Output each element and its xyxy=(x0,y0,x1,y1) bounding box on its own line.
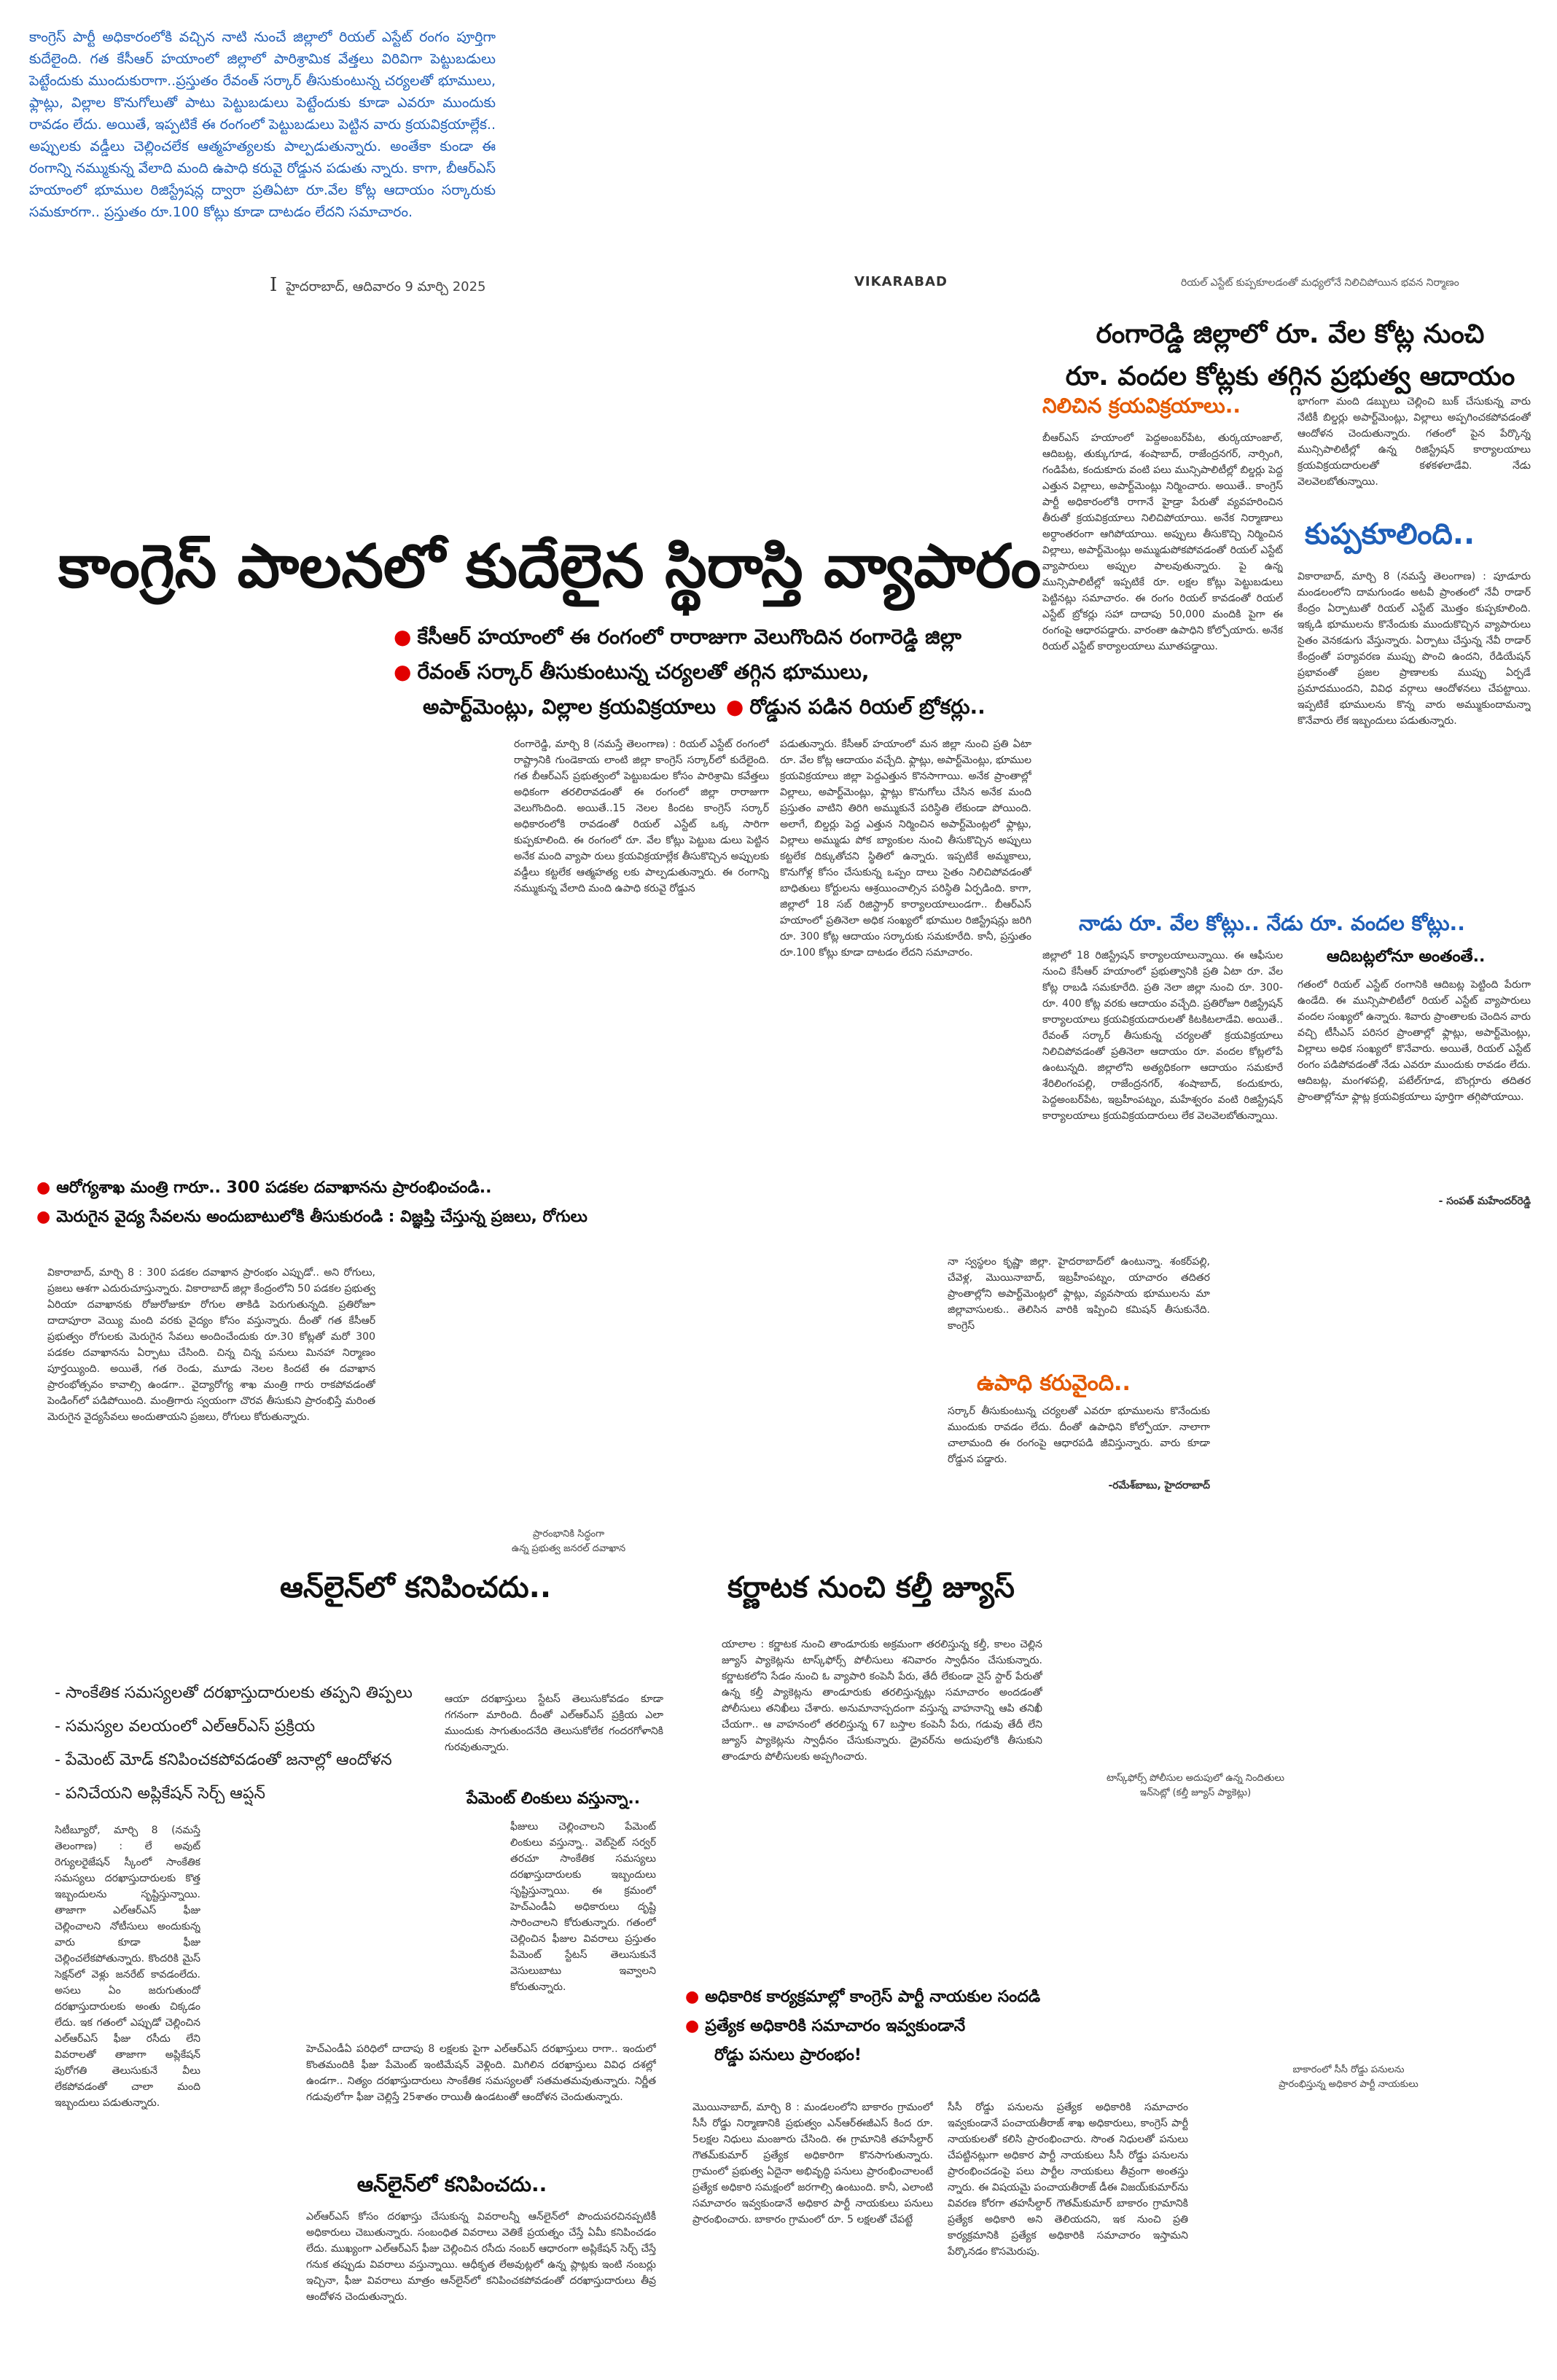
sub-collapsed: కుప్పకూలింది.. xyxy=(1305,518,1475,551)
online-col-1: సిటీబ్యూరో, మార్చి 8 (నమస్తే తెలంగాణ) : … xyxy=(55,1825,200,2109)
health-bullets: ●ఆరోగ్యశాఖ మంత్రి గారూ.. 300 పడకల దవాఖాన… xyxy=(36,1174,765,1232)
right-col-5: గతంలో రియల్ ఎస్టేట్ రంగానికి ఆదిబట్ల పెట… xyxy=(1298,979,1531,1103)
main-bullet-3: అపార్ట్‌మెంట్లు, విల్లాల క్రయవిక్రయాలు●ర… xyxy=(423,695,986,719)
online-bullet-3: - పేమెంట్ మోడ్ కనిపించకపోవడంతో జనాల్లో ఆ… xyxy=(55,1751,392,1769)
online-bullets: - సాంకేతిక సమస్యలతో దరఖాస్తుదారులకు తప్ప… xyxy=(55,1677,492,1811)
right-signature: - సంపత్ మహేందర్‌రెడ్డి xyxy=(1438,1195,1531,1207)
road-photo-caption: బాకారంలో సీసీ రోడ్డు పనులను ప్రారంభిస్తు… xyxy=(1279,2064,1419,2090)
top-photo-caption: రియల్ ఎస్టేట్ కుప్పకూలడంతో మధ్యలోనే నిలి… xyxy=(1181,277,1459,289)
karnataka-photo-caption: టాస్క్‌ఫోర్స్ పోలీసుల అదుపులో ఉన్న నింది… xyxy=(1106,1773,1285,1798)
online-col-3: ఫీజులు చెల్లించాలని పేమెంట్ లింకులు వస్త… xyxy=(510,1821,656,1993)
main-bullet-1: ●కేసీఆర్ హయాంలో ఈ రంగంలో రారాజుగా వెలుగొ… xyxy=(394,625,961,649)
sub-halted-sales: నిలిచిన క్రయవిక్రయాలు.. xyxy=(1042,394,1241,418)
karnataka-headline: కర్ణాటక నుంచి కల్తీ జ్యూస్ xyxy=(727,1571,1015,1604)
road-col-2: సీసీ రోడ్డు పనులను ప్రత్యేక అధికారికి సమ… xyxy=(948,2102,1188,2258)
right-col-4: జిల్లాలో 18 రిజిస్ట్రేషన్ కార్యాలయాలున్న… xyxy=(1042,950,1283,1122)
dateline-text: హైదరాబాద్, ఆదివారం 9 మార్చి 2025 xyxy=(286,279,486,294)
mid-right-bottom: సర్కార్ తీసుకుంటున్న చర్యలతో ఎవరూ భూములన… xyxy=(948,1405,1210,1465)
mid-right-signature: -రమేశ్‌బాబు, హైదరాబాద్ xyxy=(1108,1480,1210,1491)
sub-then-now: నాడు రూ. వేల కోట్లు.. నేడు రూ. వందల కోట్… xyxy=(1079,911,1465,935)
main-bullet-2: ●రేవంత్ సర్కార్ తీసుకుంటున్న చర్యలతో తగ్… xyxy=(394,660,870,684)
road-bullet-1: ●అధికారిక కార్యక్రమాల్లో కాంగ్రెస్ పార్ట… xyxy=(685,1988,1041,2006)
right-col-1: బీఆర్ఎస్ హయాంలో పెద్దఅంబర్‌పేట, తుర్కయాం… xyxy=(1042,432,1283,652)
dateline: I హైదరాబాద్, ఆదివారం 9 మార్చి 2025 xyxy=(270,274,486,297)
health-photo-caption: ప్రారంభానికి సిద్ధంగా ఉన్న ప్రభుత్వ జనరల… xyxy=(511,1529,626,1554)
road-bullets: ●అధికారిక కార్యక్రమాల్లో కాంగ్రెస్ పార్ట… xyxy=(685,1983,1137,2070)
intro-blurb: కాంగ్రెస్ పార్టీ అధికారంలోకి వచ్చిన నాటి… xyxy=(29,29,496,220)
road-bullet-3: రోడ్డు పనులు ప్రారంభం! xyxy=(714,2046,862,2064)
online-col-4: హెచ్ఎండీఏ పరిధిలో దాదాపు 8 లక్షలకు పైగా … xyxy=(306,2043,656,2103)
right-headline-line2: రూ. వందల కోట్లకు తగ్గిన ప్రభుత్వ ఆదాయం xyxy=(1065,362,1515,391)
road-bullet-2: ●ప్రత్యేక అధికారికి సమాచారం ఇవ్వకుండానే xyxy=(685,2017,966,2035)
main-bullets: ●కేసీఆర్ హయాంలో ఈ రంగంలో రారాజుగా వెలుగొ… xyxy=(394,620,1166,725)
sub-livelihood: ఉపాధి కరువైంది.. xyxy=(977,1370,1131,1396)
right-headline: రంగారెడ్డి జిల్లాలో రూ. వేల కోట్ల నుంచి … xyxy=(1042,313,1538,398)
right-col-2: భాగంగా మంది డబ్బులు చెల్లించి బుక్ చేసుక… xyxy=(1298,396,1531,488)
online-headline-2: ఆన్‌లైన్‌లో కనిపించదు.. xyxy=(356,2172,547,2196)
karnataka-body: యాలాల : కర్ణాటక నుంచి తాండూరుకు అక్రమంగా… xyxy=(722,1639,1042,1763)
main-headline: కాంగ్రెస్ పాలనలో కుదేలైన స్థిరాస్తి వ్యా… xyxy=(58,532,1042,601)
bullet-dot-icon: ● xyxy=(36,1179,51,1197)
right-col-3: వికారాబాద్, మార్చి 8 (నమస్తే తెలంగాణ) : … xyxy=(1298,571,1531,727)
bullet-dot-icon: ● xyxy=(685,2017,700,2035)
edition-label: VIKARABAD xyxy=(854,274,948,289)
right-headline-line1: రంగారెడ్డి జిల్లాలో రూ. వేల కోట్ల నుంచి xyxy=(1096,319,1485,349)
online-bullet-1: - సాంకేతిక సమస్యలతో దరఖాస్తుదారులకు తప్ప… xyxy=(55,1684,413,1702)
online-col-2: ఆయా దరఖాస్తులు స్టేటస్ తెలుసుకోవడం కూడా … xyxy=(445,1693,663,1753)
road-col-1: మొయినాబాద్, మార్చి 8 : మండలంలోని బాకారం … xyxy=(692,2102,933,2225)
bullet-dot-icon: ● xyxy=(685,1988,700,2006)
sub-payment-links: పేమెంట్ లింకులు వస్తున్నా.. xyxy=(467,1790,641,1808)
health-bullet-1: ●ఆరోగ్యశాఖ మంత్రి గారూ.. 300 పడకల దవాఖాన… xyxy=(36,1179,492,1197)
dateline-bar-icon: I xyxy=(270,274,278,296)
online-headline: ఆన్‌లైన్‌లో కనిపించదు.. xyxy=(279,1571,552,1604)
online-col-5: ఎల్ఆర్ఎస్ కోసం దరఖాస్తు చేసుకున్న వివరాల… xyxy=(306,2211,656,2303)
main-body-left: రంగారెడ్డి, మార్చి 8 (నమస్తే తెలంగాణ) : … xyxy=(514,738,769,894)
main-body-right: పడుతున్నారు. కేసీఆర్ హయాంలో మన జిల్లా ను… xyxy=(780,738,1031,959)
bullet-dot-icon: ● xyxy=(394,625,412,649)
online-bullet-2: - సమస్యల వలయంలో ఎల్ఆర్ఎస్ ప్రక్రియ xyxy=(55,1717,316,1736)
bullet-dot-icon: ● xyxy=(36,1208,51,1226)
health-body: వికారాబాద్, మార్చి 8 : 300 పడకల దవాఖాన ప… xyxy=(47,1267,375,1423)
bullet-dot-icon: ● xyxy=(725,695,744,719)
health-bullet-2: ●మెరుగైన వైద్య సేవలను అందుబాటులోకి తీసుక… xyxy=(36,1208,588,1226)
online-bullet-4: - పనిచేయని అప్లికేషన్ సెర్చ్ ఆప్షన్ xyxy=(55,1784,265,1803)
sub-adibatla: ఆదిబట్లలోనూ అంతంతే.. xyxy=(1327,948,1486,966)
bullet-dot-icon: ● xyxy=(394,660,412,684)
mid-right-top: నా స్వస్థలం కృష్ణా జిల్లా. హైదరాబాద్‌లో … xyxy=(948,1256,1210,1332)
